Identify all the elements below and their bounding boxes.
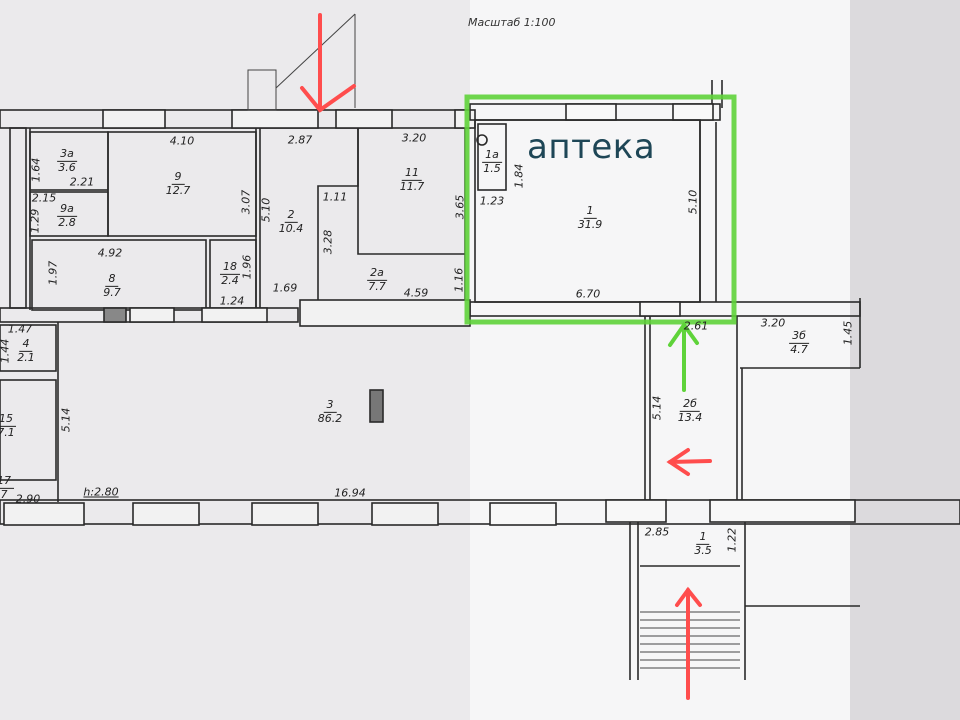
dimension: 4.92: [97, 246, 123, 260]
dimension: 1.64: [29, 157, 43, 183]
dimension: 3.20: [760, 316, 786, 330]
room-17: 177: [0, 474, 14, 501]
dimension: 3.07: [239, 189, 253, 215]
dimension: 1.96: [240, 254, 254, 280]
dimension: 2.61: [683, 319, 709, 333]
dimension: 1.44: [0, 338, 12, 364]
dimension: 1.47: [7, 322, 33, 336]
walls: [0, 80, 960, 680]
green-arrow: [668, 321, 699, 392]
pharmacy-label: аптека: [527, 127, 656, 167]
dimension: 16.94: [334, 486, 366, 500]
pharmacy-highlight: [464, 94, 737, 325]
dimension: 5.14: [59, 407, 73, 433]
dimension: 2.15: [31, 191, 57, 205]
ceiling-height: h:2.80: [83, 485, 119, 499]
dimension: 1.11: [322, 190, 348, 204]
dimension: 1.23: [479, 194, 505, 208]
dimension: 1.16: [452, 267, 466, 293]
dimension: 6.70: [575, 287, 601, 301]
dimension: 1.69: [272, 281, 298, 295]
dimension: 5.10: [686, 189, 700, 215]
paper-right: [850, 0, 960, 720]
scale-label: Масштаб 1:100: [468, 16, 556, 29]
dimension: 5.14: [650, 395, 664, 421]
dimension: 3.65: [453, 194, 467, 220]
upper-stair: [247, 13, 356, 111]
dimension: 2.85: [644, 525, 670, 539]
dimension: 3.20: [401, 131, 427, 145]
red-arrows: [300, 13, 712, 700]
dimension: 2.87: [287, 133, 313, 147]
dimension: 1.45: [841, 320, 855, 346]
dimension: 1.97: [46, 260, 60, 286]
entry-arrow-top: [300, 13, 356, 113]
dimension: 3.28: [321, 229, 335, 255]
dimension: 1.84: [512, 163, 526, 189]
dimension: 2.90: [15, 492, 41, 506]
dimension: 4.59: [403, 286, 429, 300]
entry-arrow-bottom: [675, 586, 702, 700]
dimension: 1.24: [219, 294, 245, 308]
paper-left: [0, 0, 470, 720]
entry-arrow-corridor: [666, 448, 712, 476]
room-15: 157.1: [0, 412, 16, 439]
dimension: 4.10: [169, 134, 195, 148]
dimension: 2.21: [69, 175, 95, 189]
dimension: 5.10: [259, 197, 273, 223]
dimension: 1.22: [725, 527, 739, 553]
dimension: 1.29: [28, 208, 42, 234]
